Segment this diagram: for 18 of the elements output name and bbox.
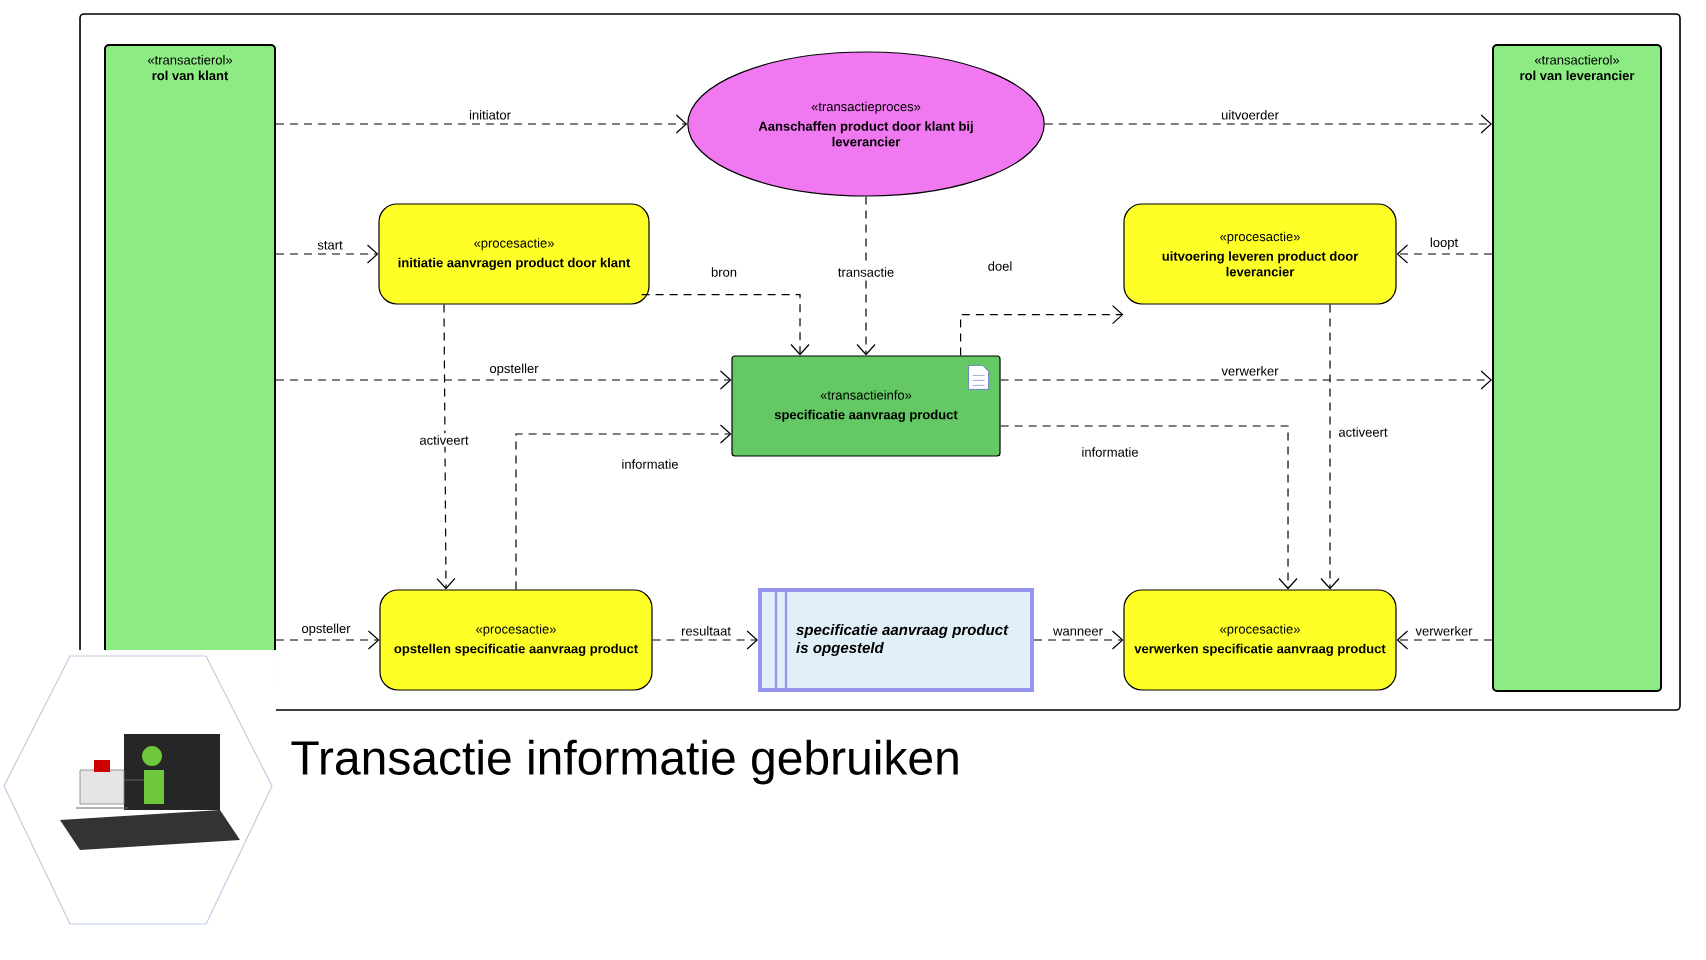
arrow: [1396, 244, 1493, 264]
arrow: [436, 304, 456, 590]
title: Transactie informatie gebruiken: [291, 739, 958, 785]
arrow: [1000, 425, 1298, 590]
arrow: [1033, 630, 1124, 650]
arrow: [1044, 114, 1492, 134]
arrow: [641, 294, 810, 356]
arrow: [515, 424, 732, 590]
arrow: [275, 630, 380, 650]
arrow: [652, 630, 758, 650]
arrow: [1396, 630, 1493, 650]
arrow: [960, 305, 1124, 356]
arrow: [856, 196, 876, 356]
arrow: [1320, 304, 1340, 590]
arrow: [275, 370, 732, 390]
arrow: [275, 114, 688, 134]
arrow: [1000, 370, 1492, 390]
arrow: [275, 244, 379, 264]
